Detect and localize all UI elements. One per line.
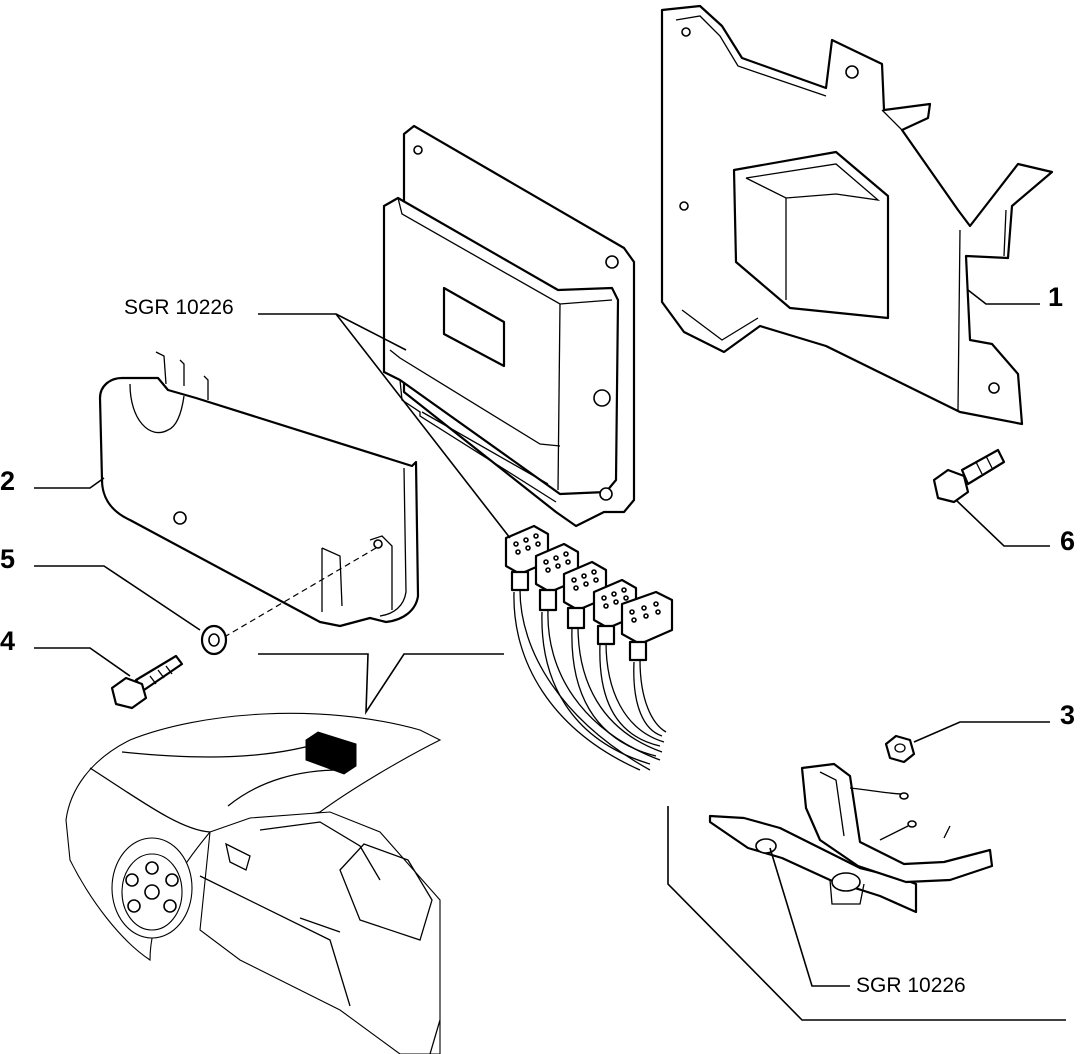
leader-2 (34, 477, 105, 489)
bracket-hole-corner (681, 27, 691, 37)
leader-5 (34, 565, 201, 631)
assembly-axis (225, 547, 377, 637)
leader-1 (967, 289, 1040, 305)
callout-5: 5 (0, 544, 15, 574)
wiring-harness (504, 524, 674, 771)
location-pointer (258, 653, 504, 715)
engine-control-unit (382, 124, 636, 528)
callout-1: 1 (1048, 282, 1063, 312)
leader-ref-bottom (769, 847, 850, 987)
callout-3: 3 (1060, 700, 1075, 730)
labels: 1 2 3 4 5 6 SGR 10226 SGR 10226 (0, 282, 1075, 997)
vehicle-location-view (65, 712, 442, 1054)
bracket-hole-bottom (988, 382, 1000, 394)
callout-2: 2 (0, 466, 15, 496)
bracket-hole-left (679, 201, 689, 211)
connector-5 (620, 590, 674, 662)
callout-6: 6 (1060, 526, 1075, 556)
ecu-label-plate (442, 286, 506, 368)
leader-4 (34, 647, 131, 677)
leader-lines (34, 289, 1066, 1021)
bracket-hole-top (845, 65, 859, 79)
ecu-location-marker (305, 731, 357, 775)
nut (884, 734, 916, 764)
front-wheel (111, 837, 193, 939)
leader-3 (913, 721, 1050, 743)
detail-frame (667, 806, 1066, 1021)
callout-4: 4 (0, 626, 15, 656)
leader-6 (955, 499, 1050, 547)
reference-top: SGR 10226 (124, 296, 234, 319)
bolt-short (932, 448, 1006, 504)
leader-ref-top-ecu (335, 313, 407, 351)
reference-bottom: SGR 10226 (856, 974, 966, 997)
protective-cover (98, 351, 420, 637)
cable-support (708, 762, 994, 914)
washer (200, 624, 228, 656)
mounting-bracket (660, 4, 1054, 426)
bolt-long (110, 654, 184, 710)
